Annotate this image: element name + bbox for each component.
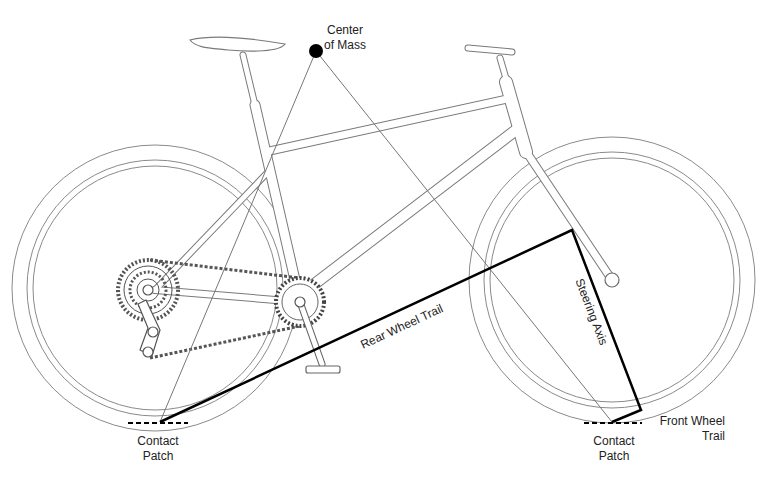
rear-derailleur — [138, 300, 160, 356]
handlebar-core — [468, 48, 512, 52]
down-tube — [304, 130, 516, 292]
trail-geometry — [160, 230, 641, 422]
derailleur-pulley — [143, 347, 153, 357]
seatpost — [243, 55, 255, 105]
chainring-inner — [282, 284, 318, 320]
contact-patch-mark — [128, 422, 188, 424]
rear-tire — [12, 145, 298, 431]
handlebar — [468, 48, 512, 52]
dimension-label: Front Wheel Trail — [651, 414, 725, 444]
rear-hub — [143, 285, 153, 295]
front-tire-inner — [484, 152, 740, 408]
contact-label: Contact Patch — [582, 434, 646, 464]
down-tube-core — [304, 130, 516, 292]
chain — [150, 260, 300, 278]
front-hub — [605, 273, 619, 287]
rear-rim — [33, 166, 277, 410]
saddle — [190, 37, 285, 51]
stem-core — [500, 58, 507, 82]
bottom-bracket — [295, 297, 305, 307]
dimension-label: Rear Wheel Trail — [335, 291, 468, 364]
fork-core — [525, 150, 612, 280]
center-of-mass-dot — [309, 44, 323, 58]
contact-label: Contact Patch — [126, 434, 190, 464]
cassette-cog — [130, 272, 166, 308]
pedal — [306, 366, 340, 373]
stem — [500, 58, 507, 82]
mass-label: Center of Mass — [323, 23, 367, 53]
front-rim — [490, 158, 734, 402]
top-tube — [265, 98, 512, 152]
contact-patch-mark — [584, 422, 642, 424]
fork — [525, 150, 612, 280]
front-tire — [469, 137, 755, 423]
mass-line — [316, 51, 612, 422]
seatpost-core — [243, 55, 255, 105]
chainring — [276, 278, 324, 326]
rear-tire-inner — [27, 160, 283, 416]
derailleur-pulley — [148, 327, 158, 337]
chain — [150, 326, 300, 358]
mass-line — [160, 51, 316, 422]
top-tube-core — [265, 98, 512, 152]
cassette-cog — [137, 279, 159, 301]
head-tube-core — [506, 82, 526, 152]
